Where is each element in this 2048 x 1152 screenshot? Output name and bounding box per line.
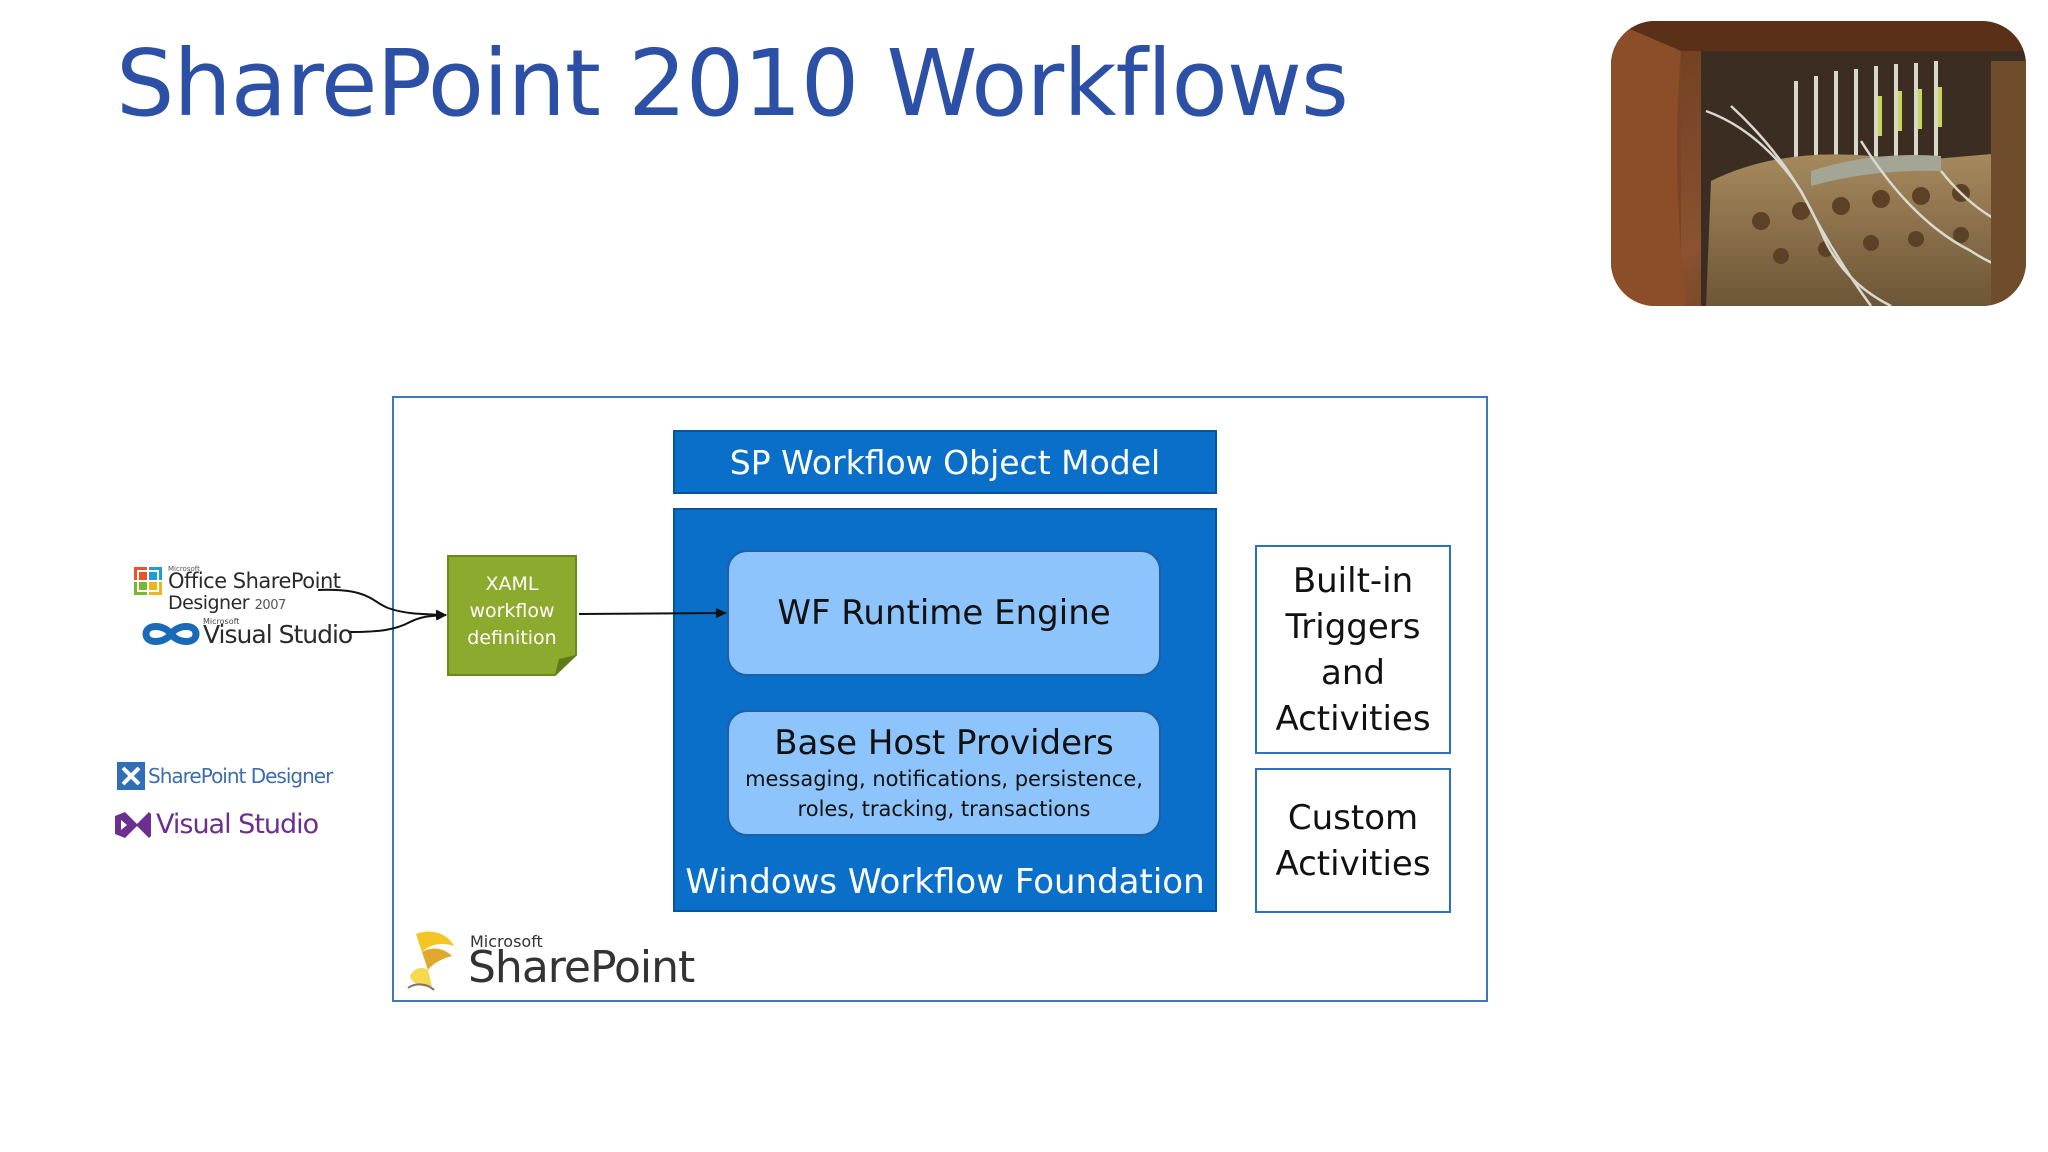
- host-providers-title: Base Host Providers: [774, 723, 1114, 763]
- custom-activities-label: Custom Activities: [1275, 797, 1431, 884]
- host-providers-box: Base Host Providers messaging, notificat…: [727, 710, 1161, 836]
- sharepoint-designer-text: SharePoint Designer: [148, 764, 333, 788]
- sharepoint-word: SharePoint: [468, 942, 695, 993]
- vs2010-text: Visual Studio: [203, 620, 353, 649]
- builtin-activities-label: Built-in Triggers and Activities: [1275, 560, 1431, 739]
- office-designer-word: Designer: [168, 592, 250, 614]
- sharepoint-microsoft-text: Microsoft: [470, 932, 543, 951]
- vs2010-microsoft-text: Microsoft: [203, 617, 240, 626]
- sharepoint-logo-icon: [407, 931, 454, 991]
- xaml-note-text: XAML workflow definition: [447, 555, 577, 667]
- office-sharepoint-text: Office SharePoint: [168, 569, 341, 593]
- vs2010-arrow: [347, 610, 447, 633]
- office-arrow: [317, 588, 447, 620]
- workflow-foundation-label: Windows Workflow Foundation: [685, 862, 1205, 902]
- runtime-engine-label: WF Runtime Engine: [777, 593, 1111, 633]
- engine-photo: [1611, 21, 2026, 306]
- slide-title: SharePoint 2010 Workflows: [116, 30, 1349, 137]
- visual-studio-text: Visual Studio: [156, 809, 319, 840]
- office-microsoft-text: Microsoft: [168, 565, 200, 573]
- object-model-label: SP Workflow Object Model: [729, 442, 1161, 482]
- builtin-activities-box: Built-in Triggers and Activities: [1255, 545, 1451, 754]
- xaml-to-runtime-arrow: [578, 608, 727, 619]
- sharepoint-designer-icon: [117, 762, 145, 790]
- xaml-line-3: definition: [467, 626, 557, 649]
- office-designer-text: Designer 2007: [168, 592, 286, 614]
- xaml-line-1: XAML: [485, 572, 539, 595]
- visual-studio-icon: [115, 812, 151, 838]
- office-logo-icon: [134, 567, 162, 595]
- host-providers-subtitle: messaging, notifications, persistence, r…: [745, 767, 1143, 821]
- runtime-engine-box: WF Runtime Engine: [727, 550, 1161, 676]
- custom-activities-box: Custom Activities: [1255, 768, 1451, 913]
- office-year-text: 2007: [254, 598, 287, 613]
- object-model-box: SP Workflow Object Model: [673, 430, 1217, 494]
- xaml-line-2: workflow: [469, 599, 555, 622]
- infinity-icon: [142, 623, 200, 645]
- xaml-note-shape: [447, 555, 577, 676]
